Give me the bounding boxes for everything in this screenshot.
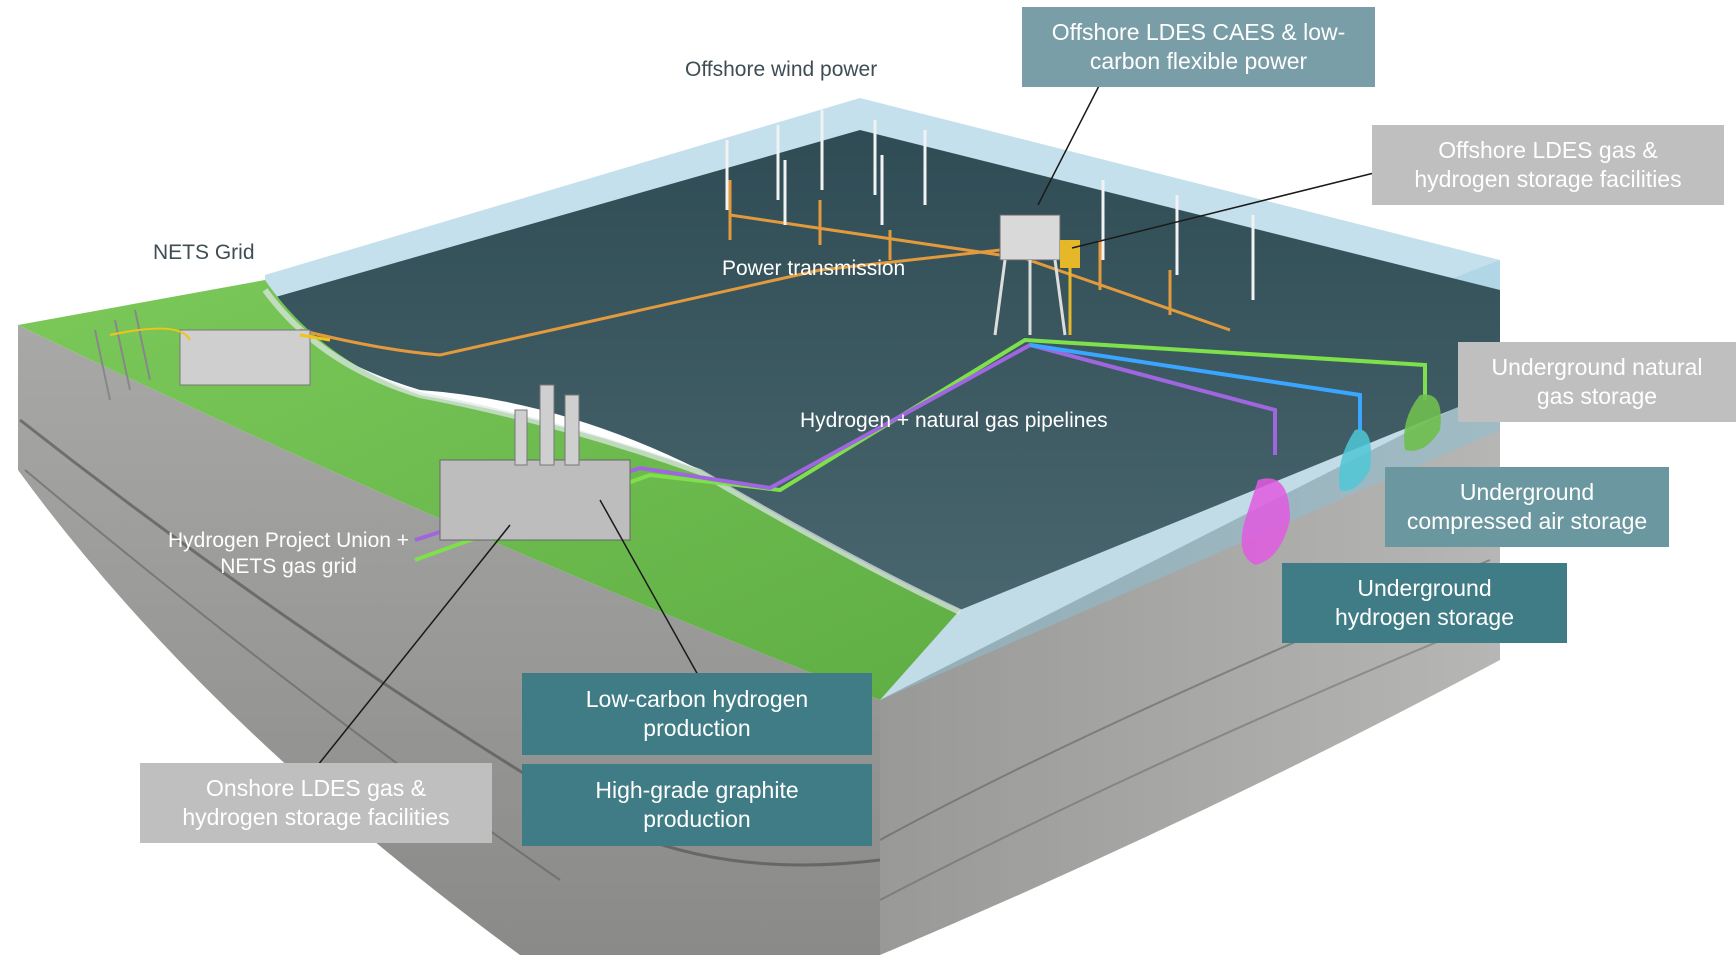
shoreline-foam [262,288,962,615]
underground-compressed-air-text: Underground compressed air storage [1406,479,1648,534]
graphite-text: High-grade graphite production [595,777,799,832]
offshore-wind-label: Offshore wind power [685,58,878,81]
offshore-gas-storage-box: Offshore LDES gas & hydrogen storage fac… [1372,125,1724,205]
leader-lines [317,79,1379,766]
rock-right-face [880,385,1500,955]
rock-layer-line [879,619,1491,901]
underground-hydrogen-box: Underground hydrogen storage [1282,563,1567,643]
natural-gas-storage-cavern [1404,394,1441,451]
hydrogen-project-union-label: Hydrogen Project Union + NETS gas grid [168,529,410,578]
underground-hydrogen-text: Underground hydrogen storage [1334,575,1514,630]
sea-surface [265,130,1500,610]
graphite-box: High-grade graphite production [522,764,872,846]
water-back-face [265,98,1500,300]
nets-substation [94,309,331,401]
power-transmission-lines [299,180,1231,357]
offshore-platform [993,214,1080,336]
hydrogen-storage-cavern [1241,478,1290,565]
onshore-gas-storage-text: Onshore LDES gas & hydrogen storage faci… [182,775,450,830]
low-carbon-hydrogen-text: Low-carbon hydrogen production [585,686,809,741]
pipelines-label: Hydrogen + natural gas pipelines [800,409,1108,432]
nets-grid-label: NETS Grid [153,241,255,264]
underground-natural-gas-box: Underground natural gas storage [1458,342,1736,422]
offshore-caes-text: Offshore LDES CAES & low- carbon flexibl… [1051,19,1346,74]
air-pipeline [1029,343,1362,430]
compressed-air-storage-cavern [1339,429,1371,491]
underground-natural-gas-text: Underground natural gas storage [1491,354,1703,409]
low-carbon-hydrogen-box: Low-carbon hydrogen production [522,673,872,755]
underground-compressed-air-box: Underground compressed air storage [1385,467,1669,547]
offshore-caes-box: Offshore LDES CAES & low- carbon flexibl… [1022,7,1375,87]
offshore-gas-storage-text: Offshore LDES gas & hydrogen storage fac… [1414,137,1682,192]
wind-turbines [725,110,1255,300]
onshore-gas-storage-box: Onshore LDES gas & hydrogen storage faci… [140,763,492,843]
hydrogen-plant [439,384,631,541]
power-transmission-label: Power transmission [722,257,906,280]
